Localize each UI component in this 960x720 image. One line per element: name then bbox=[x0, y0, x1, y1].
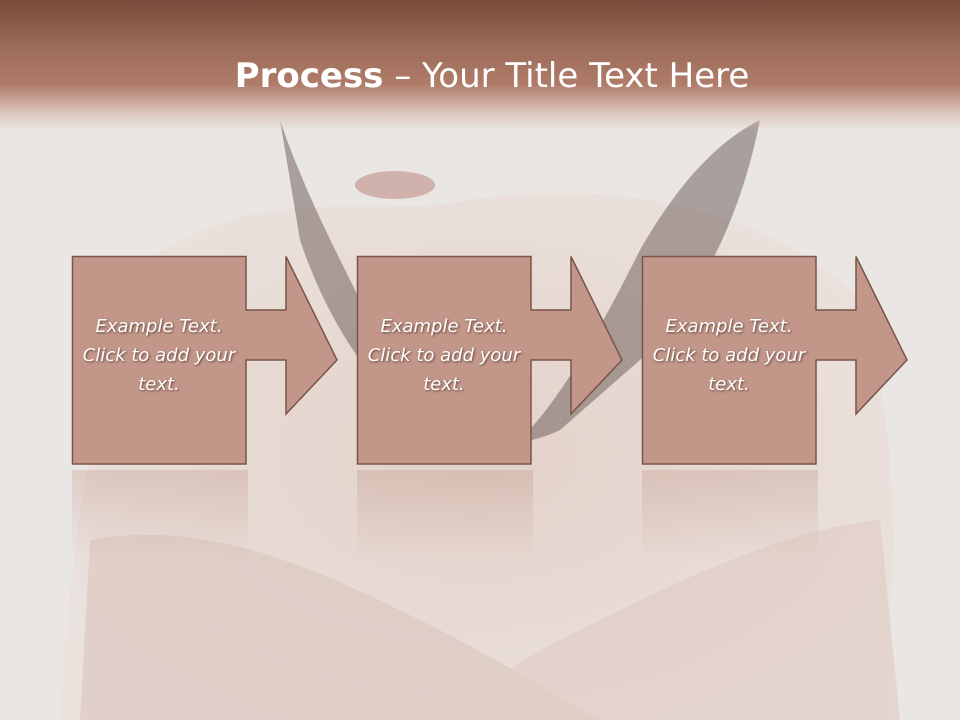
step-arrow-shape bbox=[356, 255, 623, 465]
step-text[interactable]: Example Text. Click to add your text. bbox=[652, 316, 806, 395]
step-reflection bbox=[357, 470, 533, 560]
step-text[interactable]: Example Text. Click to add your text. bbox=[367, 316, 521, 395]
process-step-3[interactable]: Example Text. Click to add your text. bbox=[641, 255, 912, 466]
step-reflection bbox=[642, 470, 818, 560]
process-step-1[interactable]: Example Text. Click to add your text. bbox=[71, 255, 342, 466]
step-arrow-shape bbox=[641, 255, 908, 465]
process-step-2[interactable]: Example Text. Click to add your text. bbox=[356, 255, 627, 466]
step-reflection bbox=[72, 470, 248, 560]
step-text[interactable]: Example Text. Click to add your text. bbox=[82, 316, 236, 395]
step-arrow-shape bbox=[71, 255, 338, 465]
slide-title[interactable]: Process – Your Title Text Here bbox=[0, 54, 960, 98]
title-bold: Process bbox=[234, 56, 384, 96]
title-banner bbox=[0, 0, 960, 130]
title-rest: – Your Title Text Here bbox=[383, 56, 750, 96]
